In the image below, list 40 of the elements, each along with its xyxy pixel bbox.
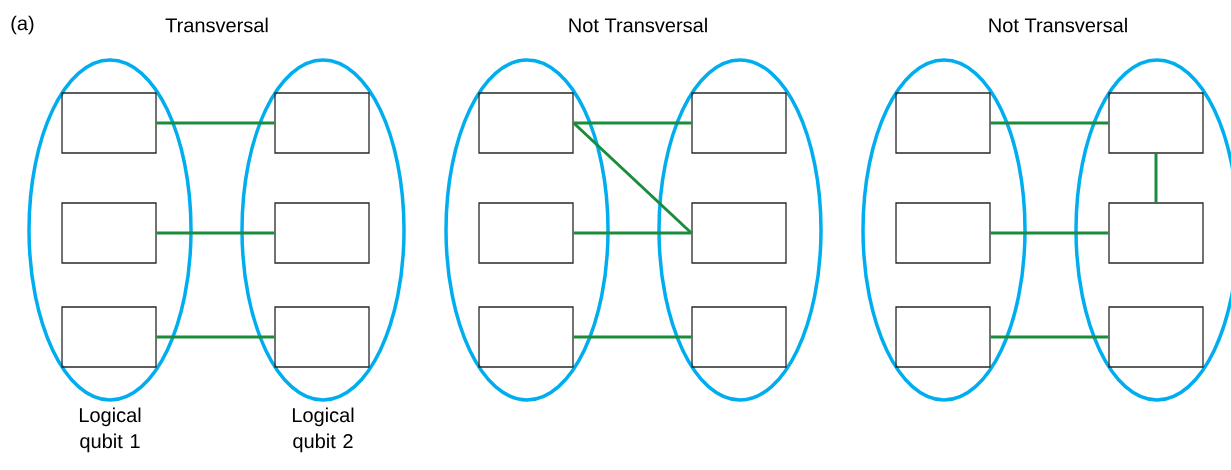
connector-line	[156, 335, 275, 339]
connector-line	[572, 121, 693, 235]
connector-line	[990, 121, 1109, 125]
connector-line	[990, 335, 1109, 339]
qubit-box	[61, 306, 157, 368]
ellipse	[657, 58, 823, 402]
qubit-box	[895, 92, 991, 154]
qubit-box	[1108, 202, 1204, 264]
qubit-box	[1108, 306, 1204, 368]
qubit-box	[691, 306, 787, 368]
qubit-box	[274, 306, 370, 368]
ellipse	[240, 58, 406, 402]
connector-line	[990, 231, 1109, 235]
node-caption: Logical qubit 2	[292, 407, 354, 453]
qubit-box	[61, 202, 157, 264]
panel-letter: (a)	[11, 15, 34, 35]
qubit-box	[478, 202, 574, 264]
ellipse	[444, 58, 610, 402]
qubit-box	[1108, 92, 1204, 154]
qubit-box	[478, 306, 574, 368]
connector-line	[573, 231, 692, 235]
qubit-box	[691, 202, 787, 264]
connector-line	[573, 335, 692, 339]
node-caption: Logical qubit 1	[79, 407, 141, 453]
panel-title: Not Transversal	[989, 17, 1127, 33]
qubit-box	[61, 92, 157, 154]
connector-line	[156, 231, 275, 235]
connector-line	[573, 121, 692, 125]
qubit-box	[274, 92, 370, 154]
qubit-box	[691, 92, 787, 154]
qubit-box	[895, 202, 991, 264]
qubit-box	[895, 306, 991, 368]
connector-line	[1154, 153, 1158, 203]
qubit-box	[478, 92, 574, 154]
panel-title: Transversal	[165, 17, 268, 33]
qubit-box	[274, 202, 370, 264]
panel-title: Not Transversal	[569, 17, 707, 33]
ellipse	[861, 58, 1027, 402]
ellipse	[27, 58, 193, 402]
connector-line	[156, 121, 275, 125]
